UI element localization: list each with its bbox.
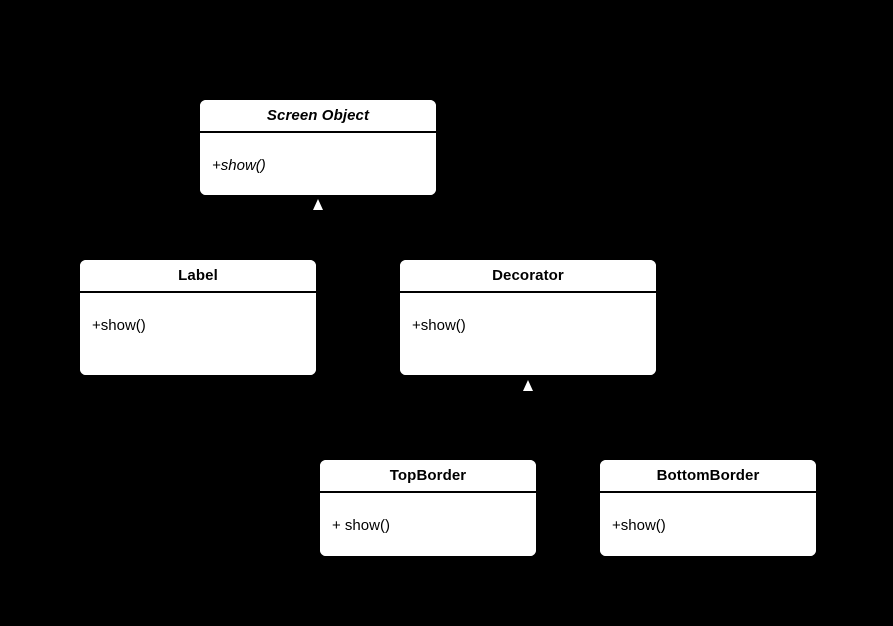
uml-class-bottom-border[interactable]: BottomBorder +show() [599,459,817,557]
uml-class-top-border[interactable]: TopBorder + show() [319,459,537,557]
edge-bottom-border-decorator-horizontal [527,392,709,394]
edge-top-border-decorator-horizontal [427,392,529,394]
uml-class-label[interactable]: Label +show() [79,259,317,376]
uml-class-name-decorator: Decorator [400,260,656,293]
edge-bottom-border-decorator-vertical [707,392,709,460]
uml-member-show: + show() [332,517,390,534]
edge-label-screen-object-vertical [197,210,199,260]
edge-decorator-screen-object-horizontal [317,210,529,212]
uml-members-decorator: +show() [400,293,656,375]
uml-class-name-label: Label [80,260,316,293]
uml-class-screen-object[interactable]: Screen Object +show() [199,99,437,196]
uml-members-top-border: + show() [320,493,536,556]
edge-label-screen-object-horizontal [197,210,319,212]
edge-decorator-screen-object-vertical [527,210,529,260]
uml-members-bottom-border: +show() [600,493,816,556]
uml-class-name-screen-object: Screen Object [200,100,436,133]
edge-top-border-decorator-vertical [427,392,429,460]
uml-members-screen-object: +show() [200,133,436,195]
uml-member-show: +show() [612,517,666,534]
uml-members-label: +show() [80,293,316,375]
generalization-arrowhead-screen-object [313,199,323,210]
uml-member-show: +show() [212,157,266,174]
uml-class-name-bottom-border: BottomBorder [600,460,816,493]
uml-member-show: +show() [412,317,466,334]
uml-class-name-top-border: TopBorder [320,460,536,493]
uml-member-show: +show() [92,317,146,334]
uml-class-decorator[interactable]: Decorator +show() [399,259,657,376]
generalization-arrowhead-decorator [523,380,533,391]
